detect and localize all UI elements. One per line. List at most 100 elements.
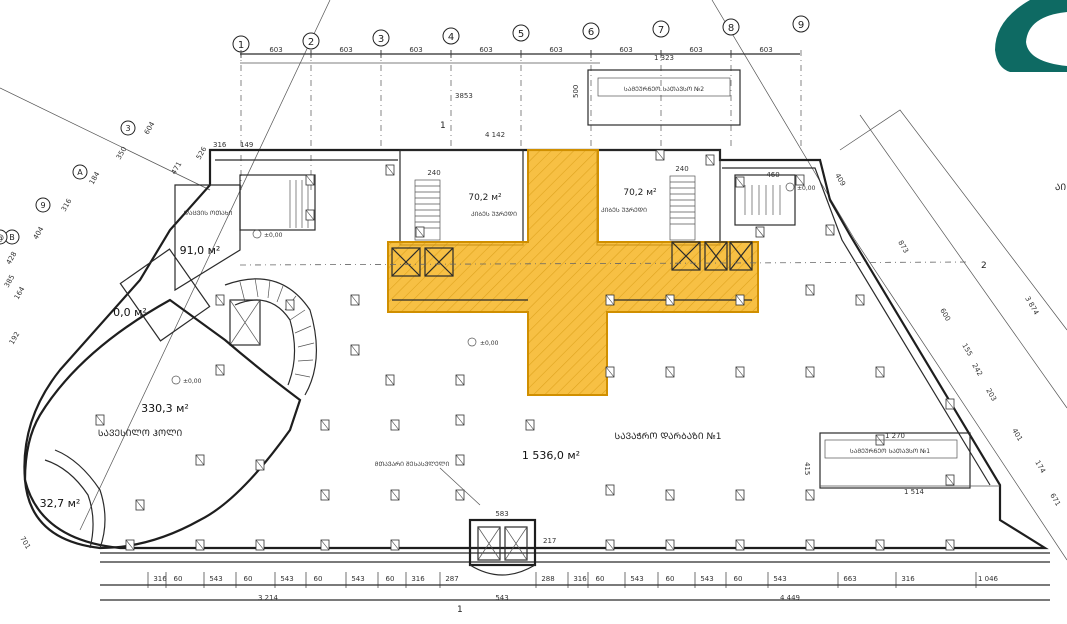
lobby-label: ᲡᲐᲕᲔᲡᲘᲚᲝ ᲰᲝᲚᲘ	[98, 429, 183, 439]
svg-text:4 142: 4 142	[485, 131, 505, 139]
right-dim: 155	[960, 342, 974, 358]
svg-text:4 449: 4 449	[780, 594, 800, 602]
svg-text:500: 500	[572, 85, 580, 98]
svg-text:1: 1	[457, 605, 463, 615]
top-span-dim: 603	[479, 46, 492, 54]
stair-right-small	[734, 174, 796, 226]
svg-text:149: 149	[240, 141, 253, 149]
right-dim: 671	[1048, 492, 1062, 508]
axis-label-7: 7	[658, 25, 664, 36]
svg-text:701: 701	[18, 535, 32, 551]
left-axis-label: 3	[125, 124, 130, 133]
svg-text:ᲐᲘ: ᲐᲘ	[1055, 183, 1066, 193]
highlight-zone	[387, 149, 759, 396]
level-markers: ±0,00 ±0,00 ±0,00 ±0,00	[171, 182, 816, 385]
svg-text:543: 543	[495, 594, 508, 602]
axis-label-9: 9	[798, 20, 804, 31]
bottom-dim: 543	[209, 575, 222, 583]
bottom-dim: 60	[314, 575, 323, 583]
svg-text:±0,00: ±0,00	[183, 378, 202, 385]
axis-label-2: 2	[308, 37, 314, 48]
top-span-dim: 603	[689, 46, 702, 54]
stair-left-label: ᲙᲘᲑᲔᲡ ᲣᲯᲠᲔᲓᲘ	[471, 211, 517, 218]
bottom-dim: 60	[244, 575, 253, 583]
axis-label-5: 5	[518, 29, 524, 40]
room-91-area: 91,0 м²	[180, 244, 221, 257]
top-span-dim: 603	[339, 46, 352, 54]
axis-bubble-4	[442, 27, 460, 45]
main-entrance	[468, 518, 537, 567]
room-91	[174, 184, 241, 292]
right-dim: 242	[970, 362, 984, 378]
building-outline	[23, 148, 1049, 550]
svg-text:240: 240	[427, 169, 440, 177]
left-dim: 404	[32, 225, 46, 241]
lobby-oval	[23, 298, 302, 550]
axis-bubble-7	[652, 20, 670, 38]
left-axis-label: B	[9, 233, 15, 242]
svg-text:±0,00: ±0,00	[264, 232, 283, 239]
room-0-area: 0,0 м²	[113, 306, 147, 319]
room-32-area: 32,7 м²	[40, 497, 81, 510]
svg-text:2: 2	[981, 261, 987, 271]
room-91-label: ᲓᲐᲪᲕᲘᲡ ᲝᲗᲐᲮᲘ	[184, 210, 233, 217]
axis-label-6: 6	[588, 27, 594, 38]
axis-bubble-3	[372, 29, 390, 47]
svg-text:3853: 3853	[455, 92, 473, 100]
grid-axis-markers: 1 2 3 4 5 6 7 8 9	[232, 15, 810, 53]
svg-text:1 270: 1 270	[885, 432, 905, 440]
right-dim: 3 874	[1023, 295, 1040, 317]
top-span-dim: 603	[409, 46, 422, 54]
svg-text:1 514: 1 514	[904, 488, 925, 496]
main-hall-label: ᲡᲐᲕᲐᲭᲠᲝ ᲓᲐᲠᲑᲐᲖᲘ №1	[614, 432, 721, 442]
bottom-dim: 543	[280, 575, 293, 583]
svg-text:1: 1	[440, 121, 446, 131]
right-dim: 174	[1033, 459, 1047, 475]
left-dim: 385	[3, 273, 17, 289]
bottom-dim: 316	[573, 575, 587, 583]
left-dim: 428	[5, 250, 19, 266]
right-dim: 203	[984, 387, 998, 403]
right-dim: 873	[896, 239, 910, 255]
svg-text:316: 316	[213, 141, 227, 149]
axis-label-8: 8	[728, 23, 734, 34]
bottom-dim: 543	[773, 575, 786, 583]
bottom-dim: 60	[666, 575, 675, 583]
bottom-dim: 1 046	[978, 575, 999, 583]
left-axis-bubble	[72, 164, 88, 180]
left-axis-label: 9	[40, 201, 45, 210]
axis-label-1: 1	[238, 40, 244, 51]
bottom-dim: 60	[596, 575, 605, 583]
left-axis-bubble	[0, 229, 8, 245]
store-2-room	[587, 69, 741, 126]
right-dim: 401	[1010, 427, 1024, 443]
axis-bubble-9	[792, 15, 810, 33]
right-dim: 600	[938, 307, 952, 323]
stair-right-area: 70,2 м²	[623, 188, 657, 198]
svg-text:583: 583	[495, 510, 508, 518]
left-dim: 316	[60, 197, 74, 213]
bottom-dim: 543	[630, 575, 643, 583]
bottom-dim: 60	[386, 575, 395, 583]
left-dim: 471	[170, 160, 184, 176]
axis-bubble-5	[512, 24, 530, 42]
svg-text:±0,00: ±0,00	[480, 340, 499, 347]
bottom-dim: 288	[541, 575, 554, 583]
lobby-area: 330,3 м²	[141, 402, 189, 415]
bottom-dim: 60	[174, 575, 183, 583]
axis-label-3: 3	[378, 34, 384, 45]
store-1-room	[819, 432, 971, 489]
bottom-dim: 543	[351, 575, 364, 583]
svg-text:460: 460	[766, 171, 779, 179]
top-span-dim: 603	[269, 46, 282, 54]
svg-text:240: 240	[675, 165, 688, 173]
svg-text:±0,00: ±0,00	[797, 185, 816, 192]
axis-label-4: 4	[448, 32, 454, 43]
bottom-dim: 60	[734, 575, 743, 583]
axis-bubble-8	[722, 18, 740, 36]
left-axis-label: @	[0, 233, 4, 242]
left-axis-bubble	[120, 120, 136, 136]
